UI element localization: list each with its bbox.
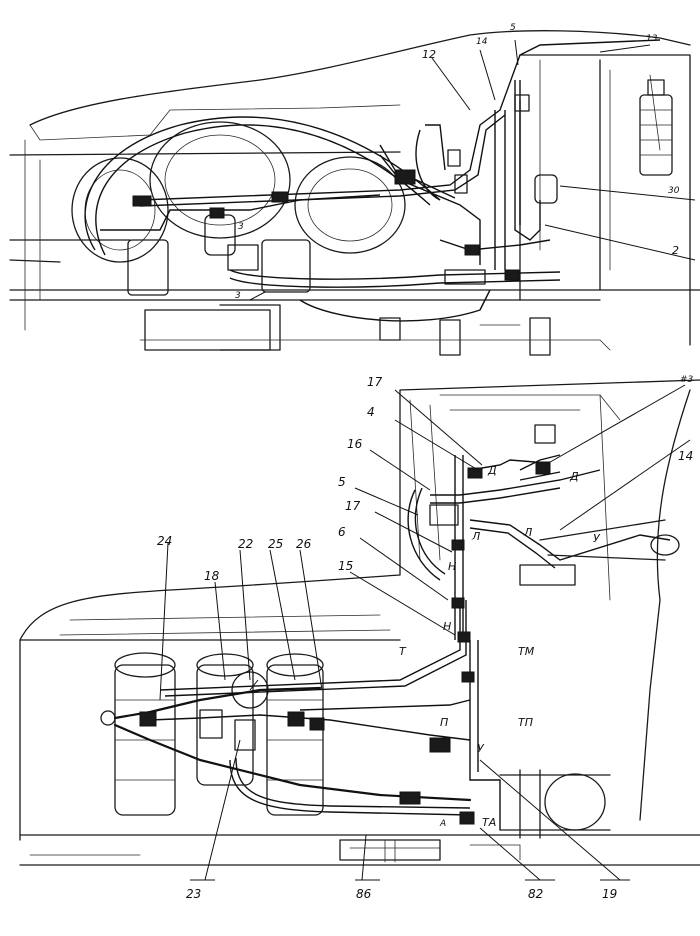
port-N2: Н <box>443 620 451 633</box>
callout-18: 18 <box>204 569 220 583</box>
callout-5: 5 <box>338 475 346 489</box>
callout-25: 25 <box>268 537 283 551</box>
bottom-body-outline <box>19 379 700 641</box>
top-view <box>9 30 700 356</box>
port-T: Т <box>399 645 407 658</box>
port-U1: У <box>593 532 601 545</box>
callout-19: 19 <box>602 887 617 901</box>
callout-14-top: 14 <box>476 37 488 47</box>
callout-17a: 17 <box>367 375 383 389</box>
port-U2: У <box>477 742 485 755</box>
bottom-view <box>19 379 700 881</box>
callout-24: 24 <box>157 534 172 548</box>
top-callouts: 12 14 5 13 30 2 3 3 <box>235 23 680 301</box>
callout-4: 4 <box>367 405 375 419</box>
callout-3a: 3 <box>238 222 244 232</box>
callout-6: 6 <box>338 525 346 539</box>
callout-3b: 3 <box>235 291 241 301</box>
callout-12: 12 <box>422 48 436 61</box>
callout-22: 22 <box>238 537 253 551</box>
callout-15: 15 <box>338 559 353 573</box>
bottom-callouts: 17 4 16 5 17 6 15 14 24 18 22 25 26 23 8… <box>157 375 694 901</box>
callout-13: 13 <box>646 34 658 44</box>
port-TA: ТА <box>482 816 496 829</box>
port-TP: ТП <box>518 716 533 729</box>
port-D1: Д <box>487 464 497 477</box>
callout-86: 86 <box>356 887 372 901</box>
port-P: П <box>440 716 448 729</box>
port-letters: Д Д Л Л Н Н Т ТМ П ТП У У ТА А <box>399 464 601 829</box>
port-A: А <box>439 819 446 829</box>
port-TM: ТМ <box>518 645 535 658</box>
callout-17b: 17 <box>345 499 361 513</box>
corner-mark: #3 <box>680 375 694 385</box>
top-body-outline <box>29 30 691 126</box>
callout-16: 16 <box>347 437 363 451</box>
callout-5-top: 5 <box>510 23 516 33</box>
port-L1: Л <box>471 530 480 543</box>
callout-14: 14 <box>678 449 693 463</box>
port-D2: Д <box>569 470 579 483</box>
callout-23: 23 <box>186 887 201 901</box>
callout-30: 30 <box>668 186 680 196</box>
port-L2: Л <box>523 526 532 539</box>
port-N1: Н <box>448 560 456 573</box>
callout-82: 82 <box>528 887 543 901</box>
callout-2: 2 <box>672 244 679 257</box>
callout-26: 26 <box>296 537 312 551</box>
